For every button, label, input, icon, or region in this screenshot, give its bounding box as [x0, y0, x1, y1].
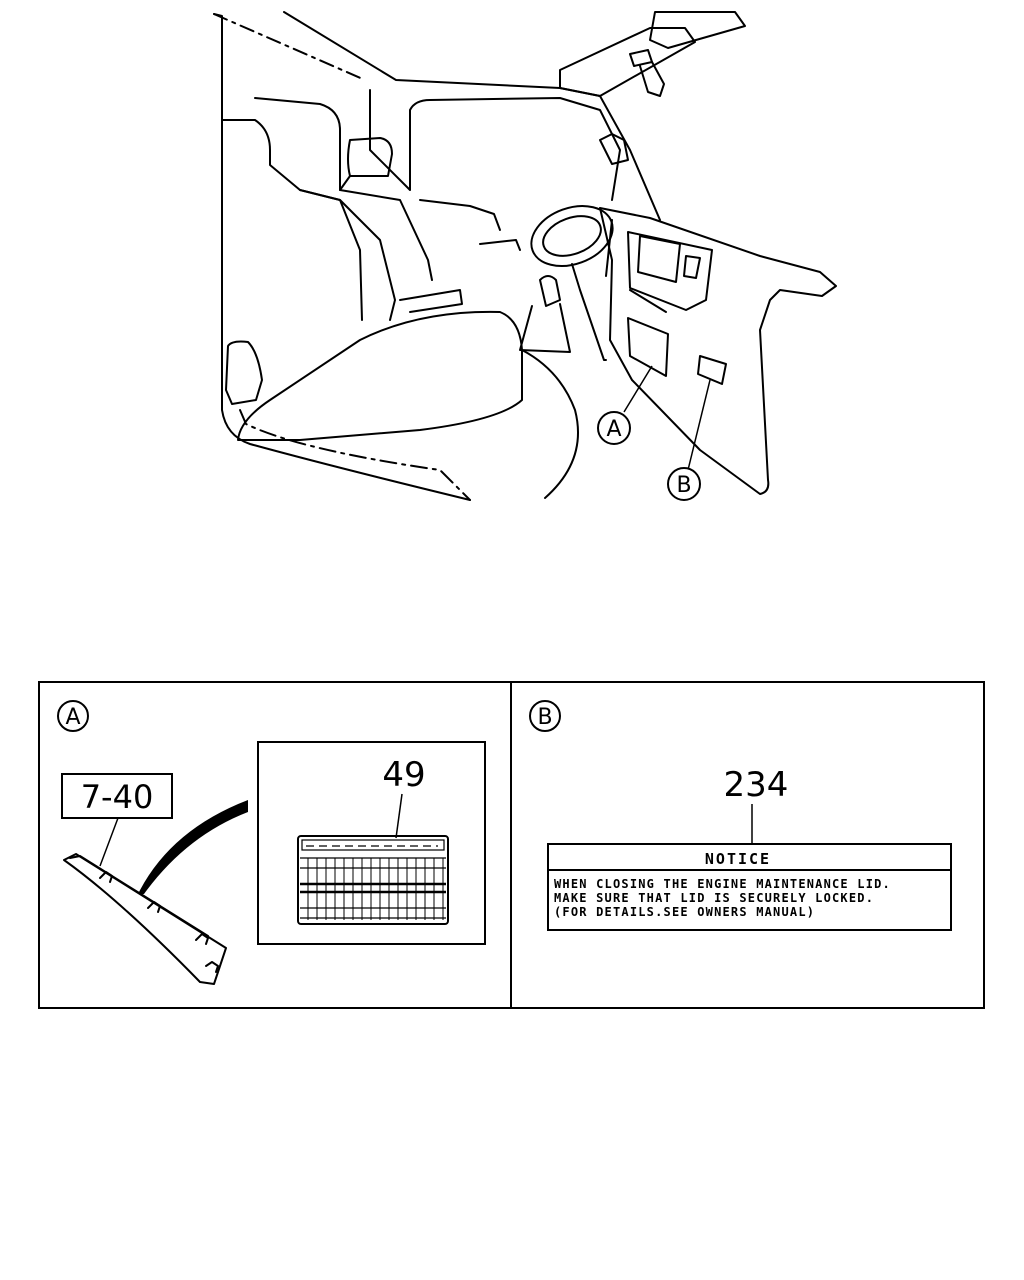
fuse-cover-part [63, 853, 227, 985]
panel-b-letter: B [537, 705, 552, 730]
notice-line-3: (FOR DETAILS.SEE OWNERS MANUAL) [554, 905, 815, 919]
callout-a-label: A [606, 417, 621, 442]
fuse-label-box [257, 741, 486, 945]
notice-label: NOTICE WHEN CLOSING THE ENGINE MAINTENAN… [547, 843, 952, 931]
callout-a[interactable]: A [597, 411, 631, 445]
notice-title: NOTICE [705, 850, 771, 868]
callout-b[interactable]: B [667, 467, 701, 501]
panel-b-letter-circle [529, 700, 561, 732]
part-number-49[interactable]: 49 [382, 755, 425, 795]
callout-a-leader [623, 365, 653, 413]
ref-code-leader [99, 817, 119, 867]
part-number-234[interactable]: 234 [724, 765, 789, 805]
swoosh-arrow [138, 800, 248, 894]
callout-b-leader [687, 379, 711, 471]
callout-a-circle [597, 411, 631, 445]
ref-code-label[interactable]: 7-40 [81, 778, 154, 816]
ref-code-box [61, 773, 173, 819]
detail-panel-a: A 7-40 49 [57, 700, 486, 985]
cab-interior-illustration [213, 11, 837, 501]
panel-a-letter: A [65, 705, 80, 730]
callout-b-circle [667, 467, 701, 501]
fuse-label-sticker [297, 835, 449, 925]
notice-label-frame [547, 843, 952, 931]
callout-b-label: B [676, 473, 691, 498]
notice-line-1: WHEN CLOSING THE ENGINE MAINTENANCE LID. [554, 877, 891, 891]
panel-a-letter-circle [57, 700, 89, 732]
part-49-leader [395, 793, 403, 839]
notice-line-2: MAKE SURE THAT LID IS SECURELY LOCKED. [554, 891, 874, 905]
detail-panel-b: B 234 NOTICE WHEN CLOSING THE ENGINE MAI… [529, 700, 952, 931]
